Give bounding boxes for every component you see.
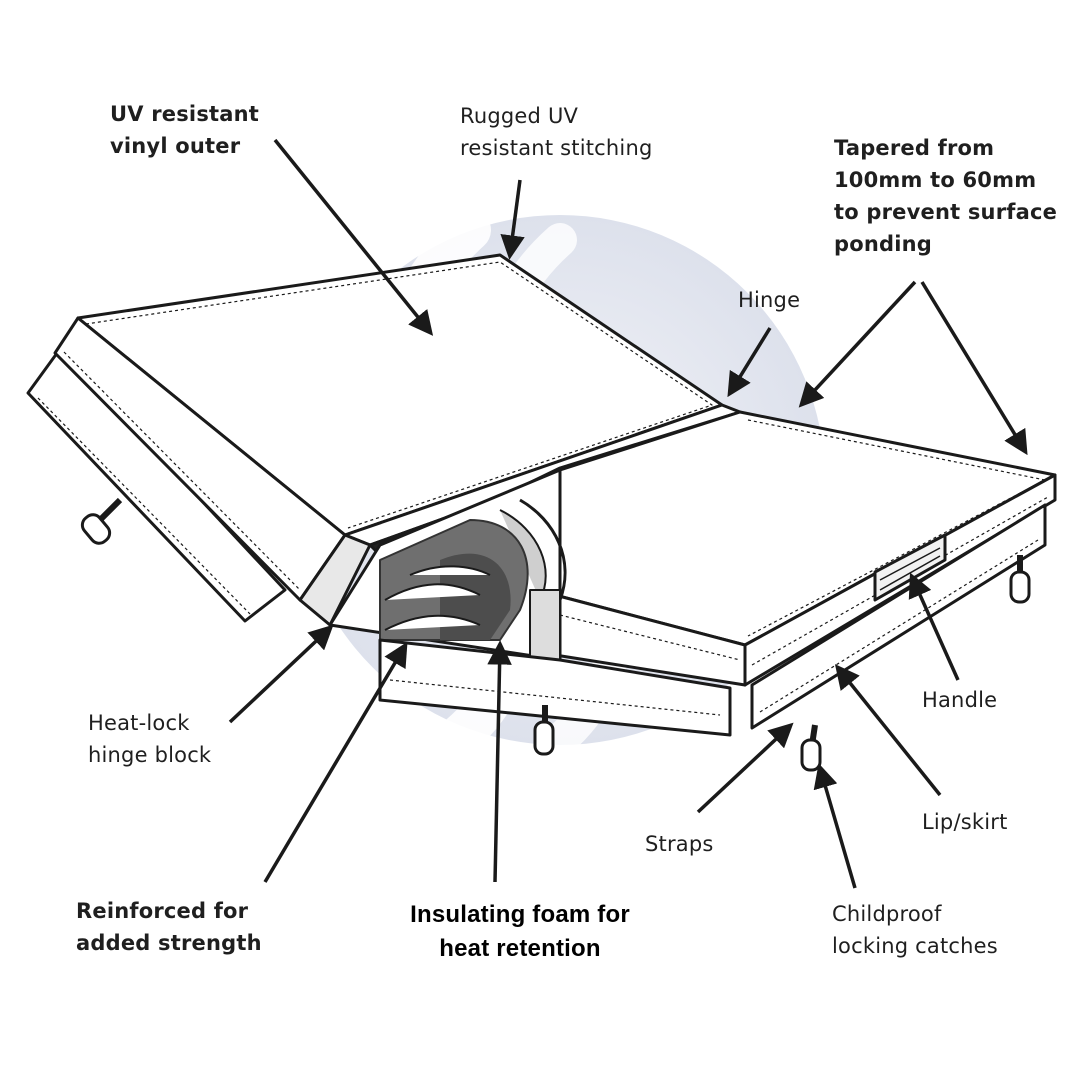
- right-strap-2: [800, 724, 822, 772]
- left-skirt: [26, 347, 287, 623]
- label-handle: Handle: [922, 688, 998, 712]
- label-tapered: Tapered from 100mm to 60mm to prevent su…: [834, 136, 1058, 256]
- left-strap: [80, 497, 123, 545]
- arrow-childproof: [813, 763, 857, 889]
- right-strap-1: [1009, 555, 1031, 604]
- leader-arrows: [228, 138, 1028, 889]
- left-panel: [53, 253, 724, 602]
- arrow-lip-skirt: [834, 664, 942, 797]
- label-childproof: Childproof locking catches: [832, 902, 998, 958]
- right-skirt: [750, 503, 1047, 730]
- label-heat-lock: Heat-lock hinge block: [88, 711, 212, 767]
- label-uv-vinyl: UV resistant vinyl outer: [110, 102, 260, 158]
- label-lip-skirt: Lip/skirt: [922, 810, 1008, 834]
- arrow-handle: [908, 572, 960, 681]
- arrow-tapered-right: [920, 281, 1028, 456]
- arrow-insulating: [487, 640, 512, 883]
- cutaway-section: [328, 468, 732, 737]
- arrow-uv-vinyl: [273, 138, 434, 336]
- label-straps: Straps: [645, 832, 714, 856]
- label-reinforced: Reinforced for added strength: [76, 899, 262, 955]
- arrow-tapered-left: [798, 280, 917, 408]
- label-hinge: Hinge: [738, 288, 801, 312]
- middle-strap: [533, 705, 555, 756]
- arrow-straps: [696, 722, 794, 814]
- label-insulating: Insulating foam for heat retention: [410, 901, 630, 962]
- arrow-reinforced: [263, 641, 408, 883]
- handle: [873, 533, 947, 602]
- label-stitching: Rugged UV resistant stitching: [460, 104, 653, 160]
- arrow-hinge: [727, 327, 772, 398]
- arrow-heat-lock: [228, 624, 334, 724]
- arrow-stitching: [500, 179, 525, 260]
